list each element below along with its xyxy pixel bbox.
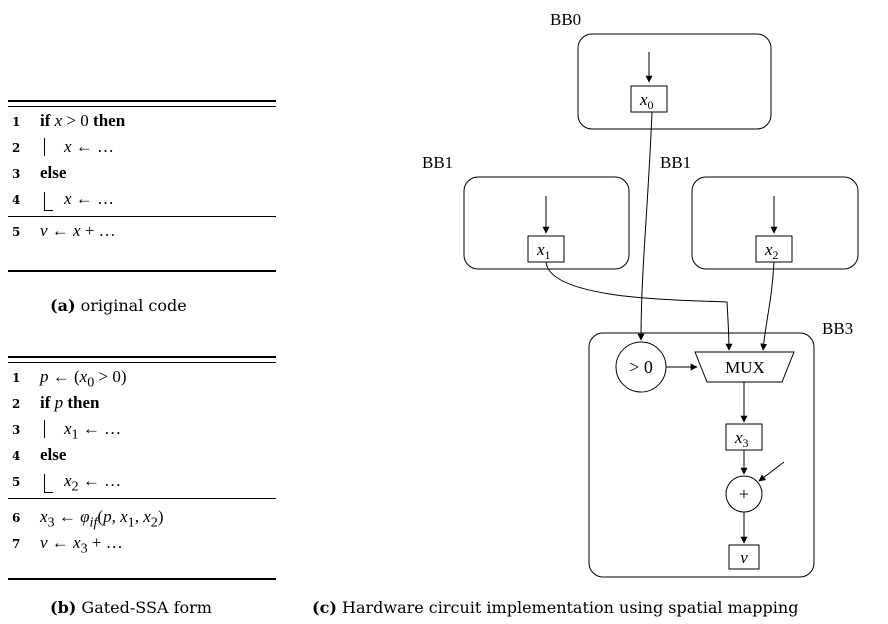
line-number: 4 [12, 193, 21, 207]
code-line: 3 x1 ← … [8, 418, 276, 442]
mux-node-label: MUX [725, 358, 765, 377]
code-text: x2 ← … [64, 471, 122, 495]
line-number: 7 [12, 537, 21, 551]
code-text: else [40, 445, 67, 464]
x1-node-label: x1 [536, 240, 551, 262]
line-number: 2 [12, 141, 21, 155]
bb3-block [588, 332, 815, 578]
code-line: 6 x3 ← φif(p, x1, x2) [8, 506, 276, 530]
code-line: 3 else [8, 162, 276, 186]
code-text: x ← … [64, 137, 115, 156]
code-line: 2 if p then [8, 392, 276, 416]
separator-rule [8, 498, 276, 499]
x1-node [527, 235, 565, 263]
edge-x2-to-mux [760, 261, 775, 351]
bb3-label: BB3 [822, 319, 853, 338]
bb1-right-label: BB1 [660, 153, 691, 172]
top-rule-thin [8, 106, 276, 107]
mux-node [694, 351, 795, 383]
x2-node [755, 235, 793, 263]
code-text: x ← … [64, 189, 115, 208]
line-number: 2 [12, 397, 21, 411]
caption-label: (a) [50, 296, 76, 315]
line-number: 1 [12, 115, 21, 129]
bottom-rule [8, 270, 276, 272]
code-line: 1 p ← (x0 > 0) [8, 366, 276, 390]
bb0-label: BB0 [550, 10, 581, 29]
top-rule [8, 100, 276, 102]
line-number: 4 [12, 449, 21, 463]
code-line: 4 else [8, 444, 276, 468]
caption-text: original code [80, 296, 187, 315]
x2-node-label: x2 [764, 240, 779, 262]
top-rule [8, 356, 276, 358]
caption-text: Gated-SSA form [81, 598, 212, 617]
x0-node-label: x0 [639, 90, 654, 112]
separator-rule [8, 216, 276, 217]
indent-bar [44, 138, 45, 156]
bb1-left-label: BB1 [422, 153, 453, 172]
code-line: 7 v ← x3 + … [8, 532, 276, 556]
code-text: if p then [40, 393, 100, 412]
line-number: 5 [12, 225, 21, 239]
line-number: 3 [12, 423, 21, 437]
x0-node [630, 85, 668, 113]
code-text: else [40, 163, 67, 182]
edge-x1-to-mux [545, 261, 733, 351]
x3-node-label: x3 [734, 428, 749, 450]
caption-text: Hardware circuit implementation using sp… [341, 598, 799, 617]
indent-end [44, 210, 53, 211]
bottom-rule [8, 578, 276, 580]
line-number: 3 [12, 167, 21, 181]
v-node [728, 544, 760, 570]
line-number: 6 [12, 511, 21, 525]
code-text: p ← (x0 > 0) [40, 367, 127, 391]
code-line: 5 v ← x + … [8, 220, 276, 244]
bb1-left-block [463, 176, 630, 270]
edge-x0-to-compare [637, 111, 653, 341]
caption-label: (c) [312, 598, 337, 617]
caption-c: (c) Hardware circuit implementation usin… [312, 598, 798, 617]
code-line: 2 x ← … [8, 136, 276, 160]
code-text: v ← x3 + … [40, 533, 123, 557]
line-number: 1 [12, 371, 21, 385]
indent-bar [44, 192, 45, 210]
code-line: 4 x ← … [8, 188, 276, 212]
caption-a: (a) original code [50, 296, 187, 315]
compare-node-label: > 0 [629, 357, 653, 377]
caption-label: (b) [50, 598, 77, 617]
adder-node-label: + [739, 484, 749, 504]
code-text: x3 ← φif(p, x1, x2) [40, 507, 164, 531]
indent-bar [44, 474, 45, 492]
code-text: if x > 0 then [40, 111, 126, 130]
line-number: 5 [12, 475, 21, 489]
v-node-label: v [740, 548, 748, 567]
bb1-right-block [691, 176, 859, 270]
indent-bar [44, 420, 45, 438]
edge-input-to-adder [758, 461, 785, 482]
indent-end [44, 492, 53, 493]
top-rule-thin [8, 362, 276, 363]
bb0-block [577, 33, 772, 130]
code-text: x1 ← … [64, 419, 122, 443]
code-line: 1 if x > 0 then [8, 110, 276, 134]
code-line: 5 x2 ← … [8, 470, 276, 494]
caption-b: (b) Gated-SSA form [50, 598, 212, 617]
code-text: v ← x + … [40, 221, 116, 240]
